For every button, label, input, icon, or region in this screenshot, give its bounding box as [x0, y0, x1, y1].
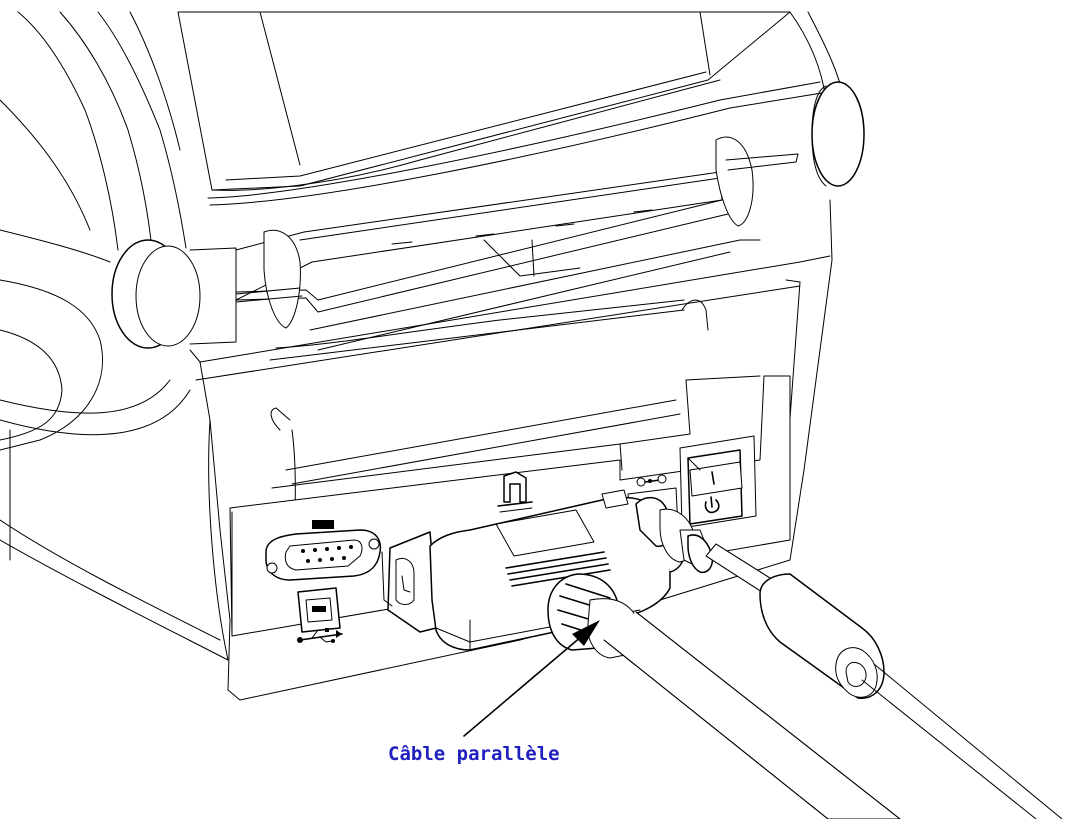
rear-panel: [229, 375, 791, 643]
power-icon: [636, 474, 667, 487]
left-housing: [0, 99, 237, 661]
power-cable[interactable]: [635, 496, 1063, 819]
callout-label: Câble parallèle: [388, 743, 560, 765]
right-hinge-knob: [811, 81, 865, 187]
printer-base: [189, 199, 833, 701]
power-switch-icon: [679, 435, 757, 529]
printer-lid: [17, 11, 847, 251]
usb-port: [297, 587, 341, 633]
media-slot: [235, 81, 865, 351]
serial-port-icon: [265, 520, 382, 581]
parallel-port-icon: [497, 471, 533, 513]
parallel-cable[interactable]: [547, 573, 901, 819]
callout-arrow: [463, 620, 600, 737]
usb-icon: [297, 628, 343, 643]
